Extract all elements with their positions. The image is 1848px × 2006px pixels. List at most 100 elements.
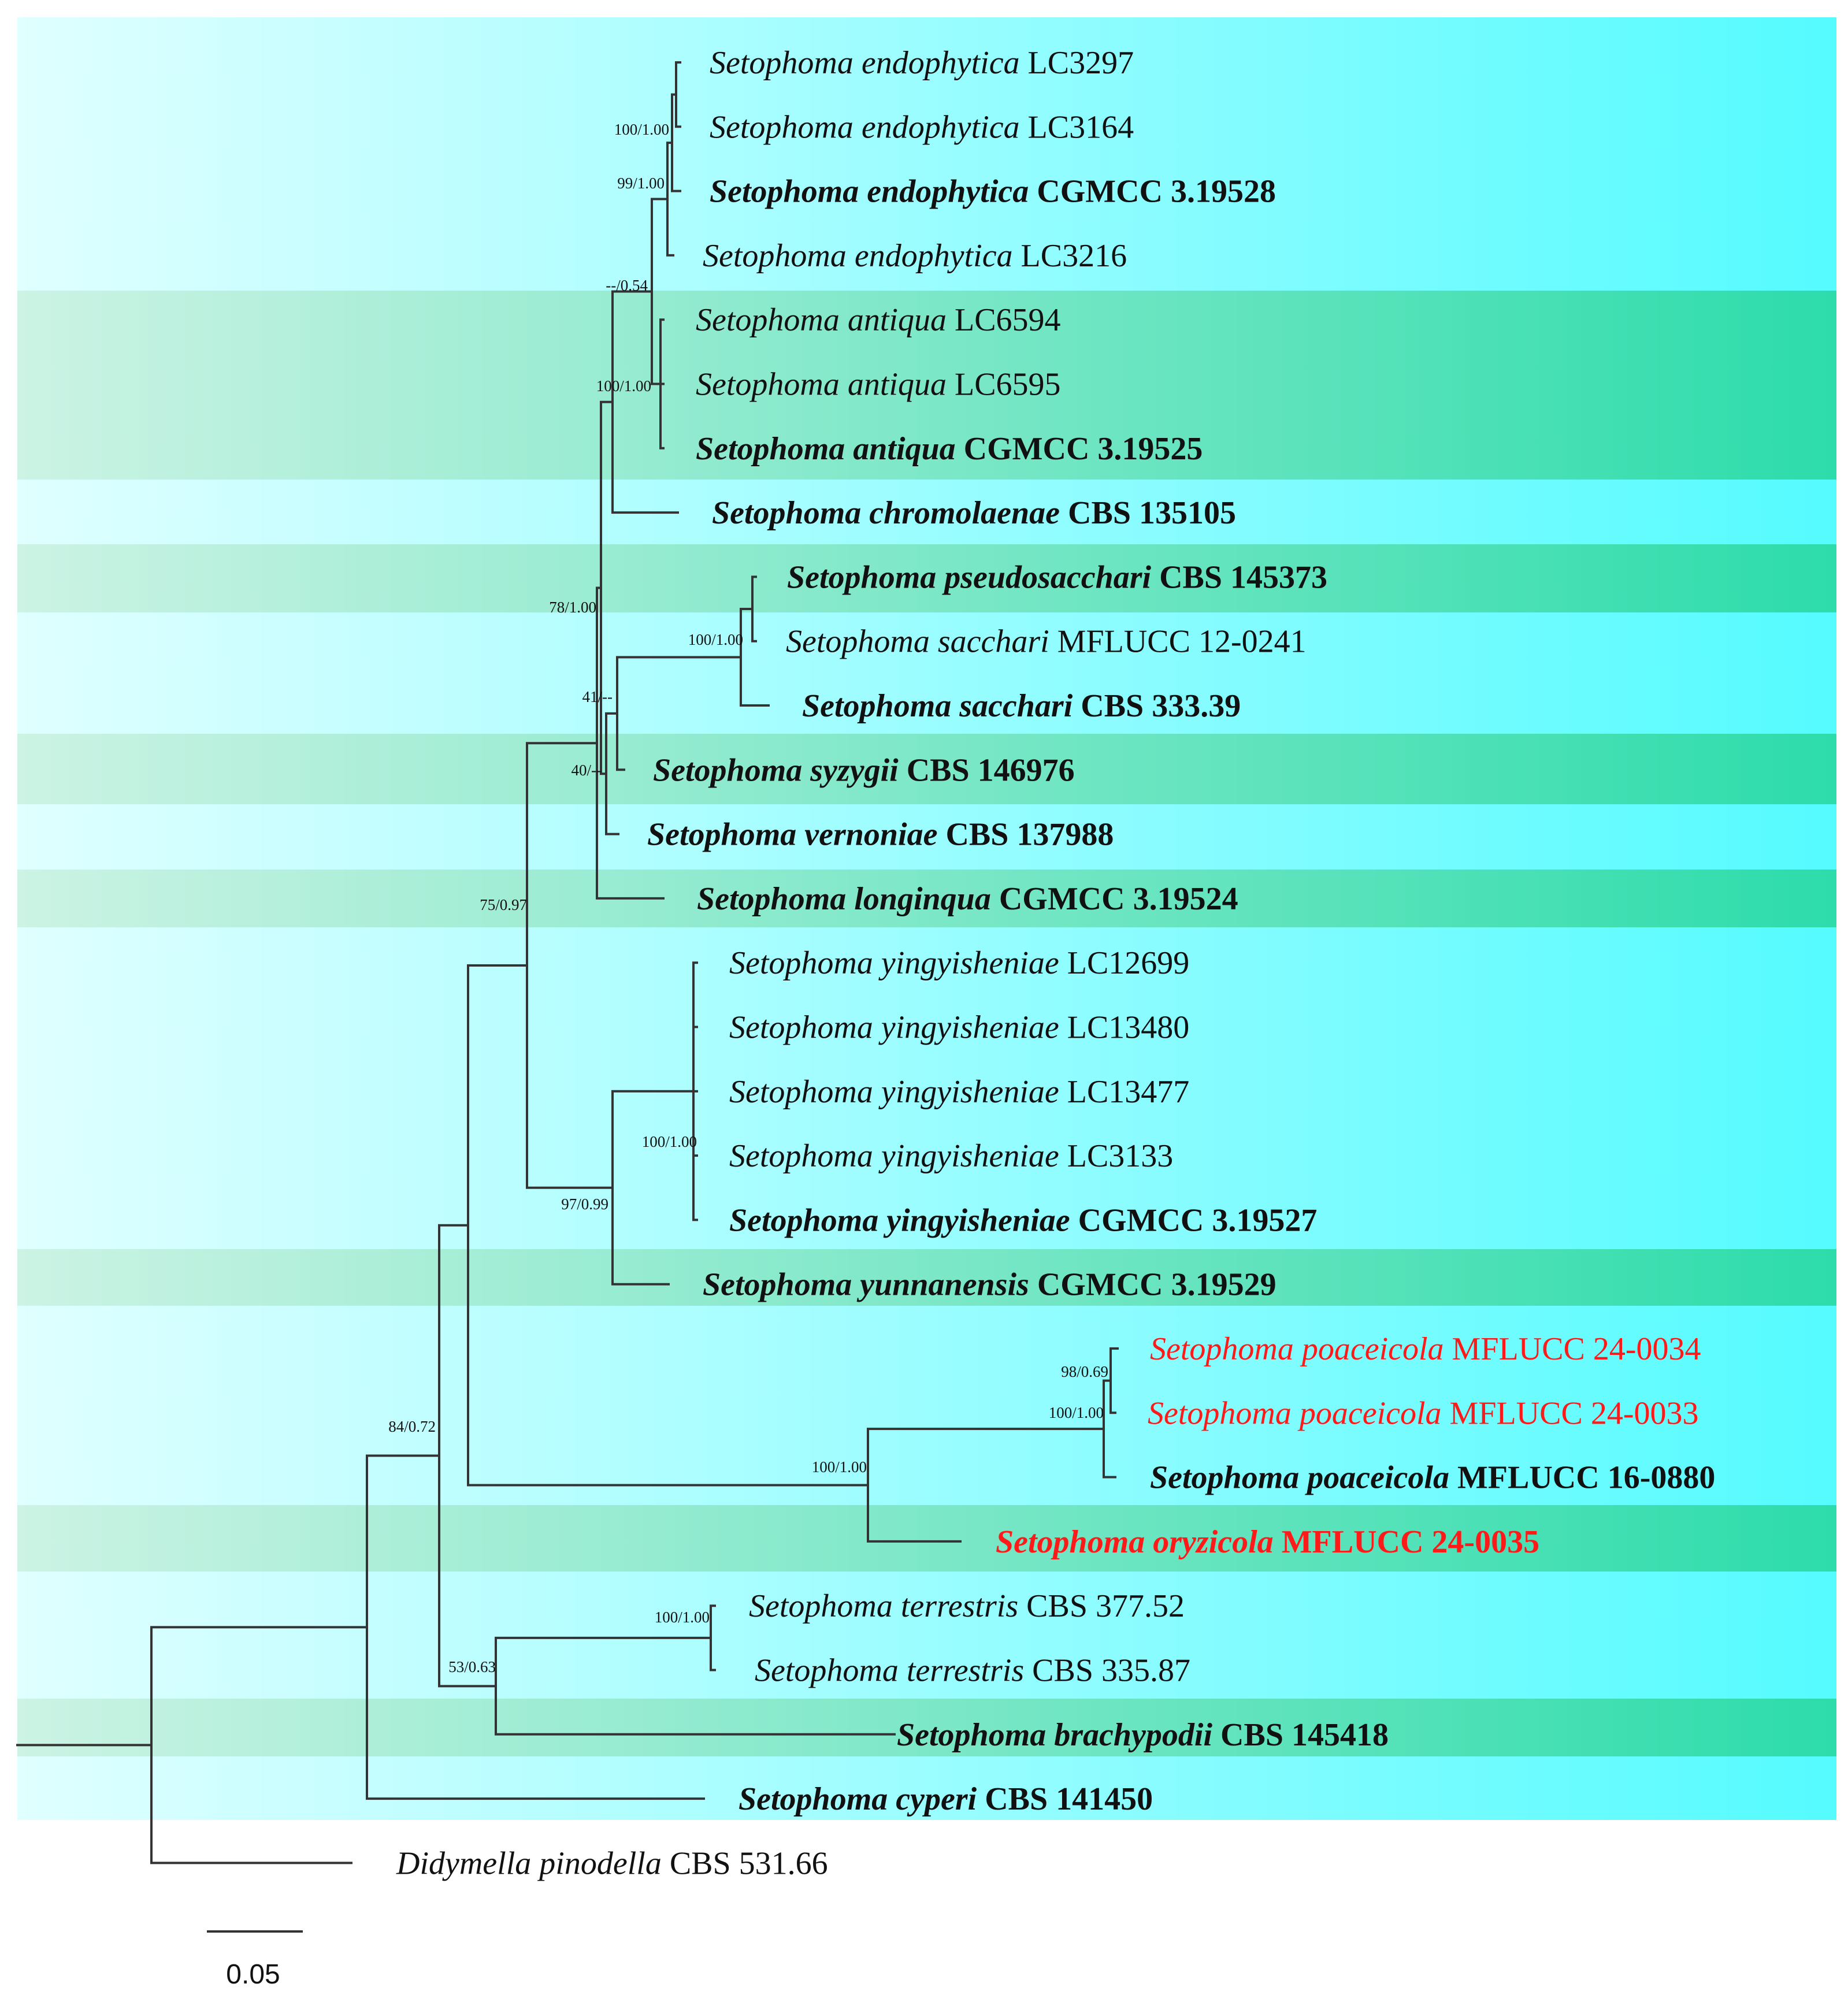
- taxon-strain: CBS 145418: [1220, 1717, 1389, 1753]
- taxon-species: antiqua: [848, 367, 947, 403]
- taxon-genus: Setophoma: [996, 1524, 1145, 1560]
- internal-branch: [611, 1090, 695, 1189]
- terminal-branch: [1109, 1379, 1116, 1414]
- taxon-genus: Setophoma: [802, 688, 951, 724]
- taxon-species: poaceicola: [1305, 1460, 1449, 1496]
- terminal-branch: [751, 608, 757, 642]
- clade-band-light: [17, 804, 1836, 870]
- taxon-genus: Setophoma: [710, 45, 854, 81]
- taxon-label: Setophoma poaceicola MFLUCC 16-0880: [1150, 1460, 1715, 1496]
- taxon-label: Setophoma endophytica CGMCC 3.19528: [710, 174, 1276, 210]
- taxon-genus: Setophoma: [897, 1717, 1046, 1753]
- taxon-species: terrestris: [901, 1588, 1018, 1624]
- taxon-species: yingyisheniae: [878, 945, 1059, 981]
- taxon-strain: MFLUCC 24-0034: [1452, 1331, 1701, 1367]
- taxon-label: Setophoma yingyisheniae LC12699: [729, 945, 1189, 981]
- taxon-label: Setophoma endophytica LC3164: [710, 109, 1134, 145]
- taxon-label: Setophoma yingyisheniae LC13477: [729, 1074, 1189, 1110]
- taxon-genus: Setophoma: [703, 238, 847, 274]
- terminal-branch: [751, 575, 757, 611]
- internal-branch: [740, 608, 754, 659]
- taxon-genus: Setophoma: [647, 817, 796, 853]
- internal-branch: [605, 712, 618, 775]
- taxon-genus: Setophoma: [703, 1267, 852, 1303]
- terminal-branch: [710, 1636, 716, 1671]
- terminal-branch: [671, 142, 681, 192]
- taxon-label: Setophoma yingyisheniae LC13480: [729, 1010, 1189, 1046]
- clade-band-light: [17, 480, 1836, 544]
- clade-band-dark: [17, 291, 1836, 480]
- taxon-strain: LC6595: [955, 367, 1061, 403]
- taxon-label: Setophoma poaceicola MFLUCC 24-0034: [1150, 1331, 1701, 1367]
- taxon-strain: LC12699: [1067, 945, 1190, 981]
- taxon-genus: Setophoma: [749, 1588, 893, 1624]
- clade-band-light: [17, 927, 1836, 1249]
- taxon-label: Setophoma terrestris CBS 335.87: [755, 1653, 1190, 1689]
- taxon-label: Setophoma yingyisheniae CGMCC 3.19527: [729, 1202, 1317, 1238]
- taxon-label: Setophoma cyperi CBS 141450: [739, 1781, 1153, 1817]
- clade-band-light: [17, 1756, 1836, 1820]
- clade-band-light: [17, 17, 1836, 291]
- support-value: 100/1.00: [688, 631, 743, 648]
- taxon-strain: LC3133: [1067, 1138, 1174, 1174]
- internal-branch: [616, 656, 742, 715]
- internal-branch: [867, 1428, 1105, 1487]
- clade-band-light: [17, 612, 1836, 734]
- internal-branch: [526, 742, 598, 967]
- taxon-genus: Setophoma: [729, 1074, 873, 1110]
- taxon-species: terrestris: [907, 1653, 1024, 1689]
- internal-branch: [671, 93, 677, 144]
- taxon-species: yingyisheniae: [883, 1202, 1070, 1238]
- taxon-genus: Setophoma: [697, 881, 846, 917]
- support-value: 84/0.72: [388, 1418, 436, 1435]
- clade-band-dark: [17, 870, 1836, 927]
- support-value: 98/0.69: [1061, 1363, 1108, 1380]
- taxon-genus: Setophoma: [1150, 1460, 1299, 1496]
- support-value: 41/--: [582, 688, 613, 705]
- taxon-species: antiqua: [848, 302, 947, 338]
- taxon-strain: CBS 141450: [985, 1781, 1153, 1817]
- taxon-genus: Setophoma: [653, 752, 802, 788]
- terminal-branch: [611, 1186, 670, 1286]
- taxon-strain: CGMCC 3.19529: [1037, 1267, 1276, 1303]
- taxon-species: pseudosacchari: [942, 559, 1151, 595]
- taxon-strain: CBS 377.52: [1026, 1588, 1185, 1624]
- taxon-species: sacchari: [938, 624, 1049, 660]
- taxon-species: endophytica: [855, 238, 1013, 274]
- taxon-label: Setophoma brachypodii CBS 145418: [897, 1717, 1389, 1753]
- taxon-species: yingyisheniae: [878, 1074, 1059, 1110]
- internal-branch: [438, 1224, 469, 1457]
- taxon-genus: Setophoma: [729, 1010, 873, 1046]
- taxon-species: syzygii: [810, 752, 899, 788]
- taxon-genus: Setophoma: [787, 559, 936, 595]
- terminal-branch: [659, 318, 665, 385]
- support-values: 100/1.0099/1.00--/0.54100/1.0078/1.00100…: [388, 121, 1108, 1676]
- taxon-strain: MFLUCC 16-0880: [1457, 1460, 1715, 1496]
- taxon-strain: CBS 145373: [1159, 559, 1327, 595]
- taxon-label: Setophoma terrestris CBS 377.52: [749, 1588, 1185, 1624]
- taxon-strain: CBS 333.39: [1081, 688, 1241, 724]
- terminal-branch: [740, 656, 770, 707]
- taxon-species: pinodella: [537, 1845, 662, 1881]
- support-value: 99/1.00: [617, 174, 665, 192]
- terminal-branch: [692, 1026, 698, 1093]
- taxon-species: poaceicola: [1300, 1331, 1444, 1367]
- scale-bar: 0.05: [207, 1930, 303, 1990]
- taxon-strain: CGMCC 3.19527: [1078, 1202, 1318, 1238]
- taxon-strain: CBS 531.66: [670, 1845, 828, 1881]
- taxon-species: endophytica: [867, 174, 1029, 210]
- taxon-strain: MFLUCC 24-0033: [1450, 1395, 1699, 1431]
- taxon-genus: Setophoma: [696, 367, 840, 403]
- taxon-genus: Setophoma: [710, 174, 859, 210]
- terminal-branch: [605, 772, 619, 835]
- taxon-species: yingyisheniae: [878, 1010, 1059, 1046]
- taxon-species: antiqua: [853, 431, 955, 467]
- terminal-branch: [710, 1604, 716, 1639]
- taxon-label: Setophoma antiqua CGMCC 3.19525: [696, 431, 1203, 467]
- support-value: --/0.54: [606, 277, 648, 294]
- terminal-branch: [675, 93, 681, 128]
- terminal-branch: [611, 400, 679, 514]
- taxon-label: Setophoma syzygii CBS 146976: [653, 752, 1075, 788]
- support-value: 53/0.63: [448, 1658, 496, 1676]
